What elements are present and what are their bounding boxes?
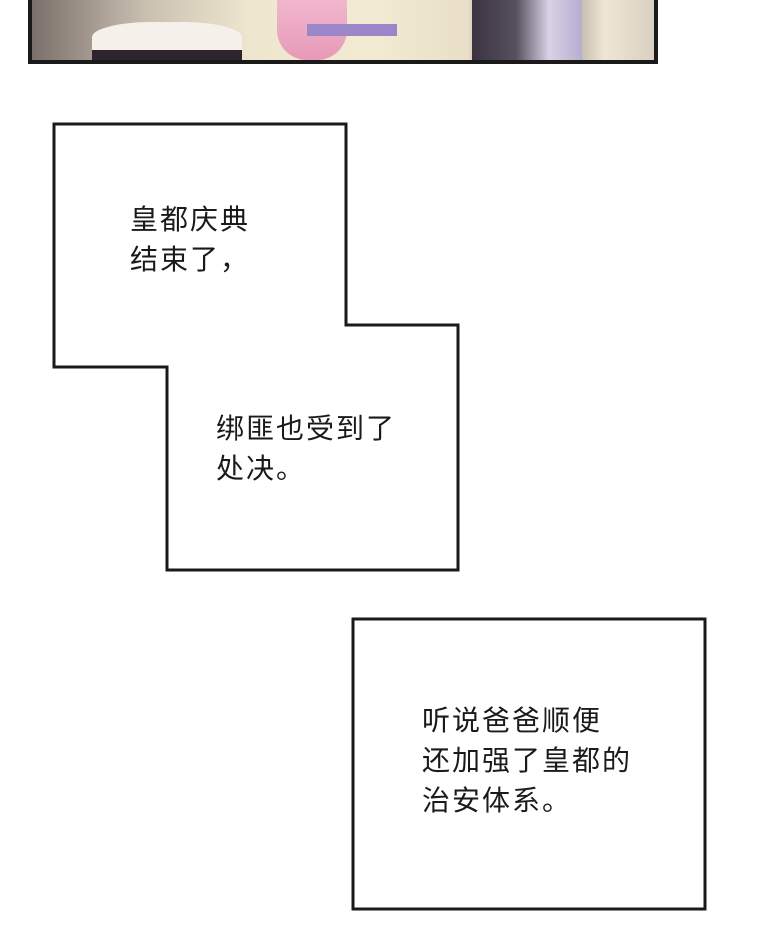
caption-2-text: 绑匪也受到了 处决。 [216, 409, 396, 489]
caption-1-line-2: 结束了， [130, 243, 251, 276]
caption-3-line-1: 听说爸爸顺便 [422, 704, 603, 737]
character-sash [307, 24, 397, 36]
caption-3-line-2: 还加强了皇都的 [422, 744, 633, 777]
caption-3-line-3: 治安体系。 [422, 784, 573, 817]
caption-1-line-1: 皇都庆典 [130, 203, 251, 236]
character-figure-right [472, 0, 582, 60]
caption-3-text: 听说爸爸顺便 还加强了皇都的 治安体系。 [422, 701, 632, 821]
caption-1-text: 皇都庆典 结束了， [130, 200, 250, 280]
caption-box-3 [351, 617, 707, 911]
caption-2-line-2: 处决。 [216, 452, 307, 485]
character-dress [92, 22, 242, 60]
caption-2-line-1: 绑匪也受到了 [216, 412, 397, 445]
top-illustration-panel [28, 0, 658, 64]
